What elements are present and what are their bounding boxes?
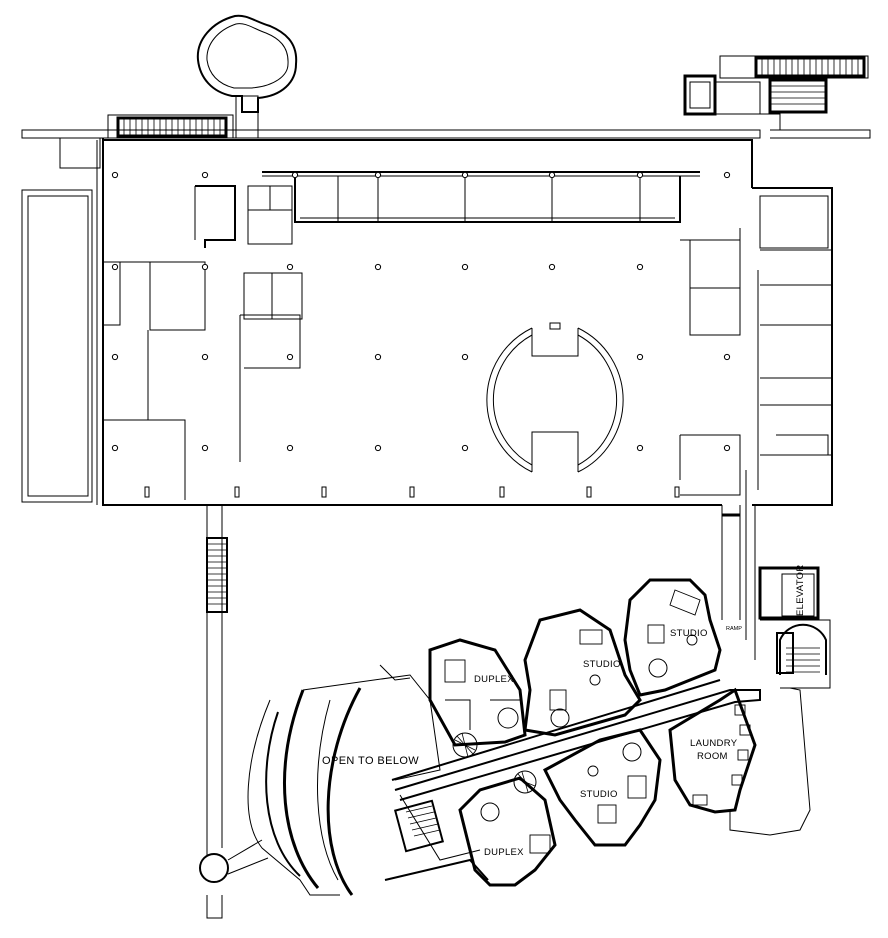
label-studio-upper-center: STUDIO — [583, 659, 621, 670]
curved-pool — [196, 14, 298, 139]
label-laundry-line2: ROOM — [697, 751, 728, 762]
circular-atrium — [486, 322, 624, 473]
service-core — [721, 470, 831, 689]
label-duplex-upper: DUPLEX — [474, 674, 514, 685]
structural-columns — [111, 171, 731, 498]
label-laundry-line1: LAUNDRY — [690, 738, 738, 749]
walkway — [199, 505, 269, 919]
label-open-to-below: OPEN TO BELOW — [322, 755, 419, 767]
top-right-stair — [683, 55, 869, 130]
label-elevator: ELEVATOR — [795, 564, 806, 616]
residential-wing — [247, 578, 811, 896]
label-studio-lower: STUDIO — [580, 789, 618, 800]
room-labels: OPEN TO BELOW DUPLEX DUPLEX STUDIO STUDI… — [322, 564, 806, 858]
main-building — [21, 129, 871, 506]
label-studio-upper-right: STUDIO — [670, 628, 708, 639]
label-duplex-lower: DUPLEX — [484, 847, 524, 858]
label-ramp: RAMP — [726, 626, 742, 632]
top-stairs — [107, 114, 234, 139]
